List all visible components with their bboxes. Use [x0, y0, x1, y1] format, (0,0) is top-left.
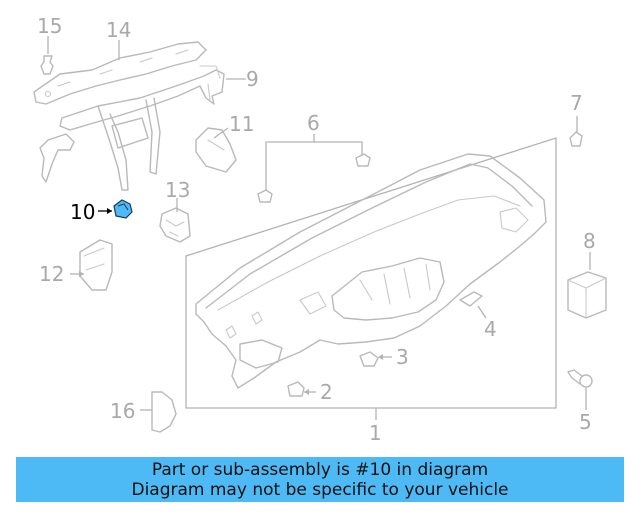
- part-15-clip: [40, 36, 54, 75]
- part-8-pad: [567, 252, 607, 319]
- part-6-leader: [257, 134, 371, 203]
- part-1-instrument-panel: [185, 137, 557, 420]
- caption-line-2: Diagram may not be specific to your vehi…: [131, 479, 509, 500]
- label-15: 15: [37, 14, 62, 38]
- label-3: 3: [396, 345, 409, 369]
- part-10-bracket-highlighted: [98, 199, 133, 219]
- label-7: 7: [570, 91, 583, 115]
- part-9-cross-beam: [39, 65, 246, 191]
- part-4-panel: [459, 291, 487, 319]
- label-11: 11: [229, 112, 254, 136]
- label-12: 12: [39, 262, 64, 286]
- caption-line-1: Part or sub-assembly is #10 in diagram: [151, 459, 489, 480]
- label-4: 4: [484, 317, 497, 341]
- label-10: 10: [70, 200, 95, 224]
- part-3-clip: [359, 351, 392, 367]
- label-13: 13: [165, 178, 190, 202]
- label-9: 9: [246, 67, 259, 91]
- caption-banner: Part or sub-assembly is #10 in diagram D…: [16, 457, 624, 502]
- label-14: 14: [106, 18, 131, 42]
- label-16: 16: [110, 399, 135, 423]
- part-13-connector: [159, 198, 191, 243]
- label-6: 6: [307, 111, 320, 135]
- part-14-bracket: [33, 40, 207, 105]
- label-5: 5: [579, 410, 592, 434]
- part-12-bracket: [70, 239, 113, 291]
- part-16-cover: [140, 391, 177, 433]
- part-2-clip: [287, 381, 316, 397]
- part-11-trim: [195, 127, 237, 173]
- label-2: 2: [320, 380, 333, 404]
- label-1: 1: [369, 421, 382, 445]
- label-8: 8: [583, 229, 596, 253]
- part-7-clip: [569, 116, 583, 147]
- part-5-bolt: [567, 369, 593, 410]
- parts-diagram: 15 14 9 11 10 13 12 6 7 8 4 3 2 5 16 1: [33, 14, 607, 445]
